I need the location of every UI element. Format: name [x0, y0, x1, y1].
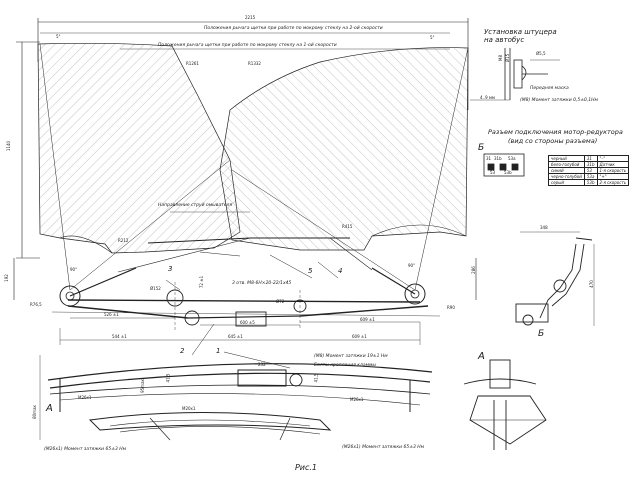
dim-609-upper: 609 ±1	[360, 317, 375, 322]
clamp-torque-note: (M8) Момент затяжки 19±1 Нм	[314, 354, 388, 359]
left-angle-90: 90°	[70, 267, 78, 272]
dim-526: 526 ±1	[104, 312, 119, 317]
clamp-bolts-note: Болты крепления кламмы	[314, 363, 376, 368]
dim-232: 232	[258, 362, 266, 367]
nozzle-detail	[470, 48, 560, 101]
nozzle-diameter-15: Ø15	[505, 53, 511, 63]
pin-53: 53	[490, 170, 496, 175]
nozzle-gap-dim: 4..9 мм	[480, 95, 495, 100]
connector-title-line1: Разъем подключения мотор-редуктора	[488, 128, 623, 136]
diameter-152: Ø152	[150, 286, 161, 291]
position-1-speed-label: Положения рычага щетки при работе по мок…	[158, 43, 337, 48]
pin-function: 1-я скорость	[596, 167, 630, 174]
callout-5: 5	[308, 267, 313, 275]
connector-title-line2: (вид со стороны разъема)	[508, 137, 598, 145]
figure-caption: Рис.1	[294, 463, 318, 472]
front-mask-label: Передняя маска	[530, 86, 569, 91]
left-thread-torque-note: (M26х1) Момент затяжки 65±3 Нм	[44, 447, 127, 452]
nozzle-title: Установка штуцера на автобус	[484, 28, 557, 44]
callout-4: 4	[338, 267, 343, 275]
connector-letter-b: Б	[478, 143, 485, 153]
callout-3: 3	[168, 265, 173, 273]
pin-id: 53b	[583, 179, 598, 186]
position-2-speed-label: Положения рычага щетки при работе по мок…	[204, 26, 383, 31]
connector-outline	[483, 153, 525, 177]
nozzle-m8: M8	[498, 55, 503, 61]
pin-53a: 53a	[508, 156, 516, 161]
wiper-linkage	[51, 267, 441, 330]
radius-1332: R1332	[248, 61, 261, 66]
right-wiper-sweep-area	[219, 47, 469, 291]
bottom-linkage-view	[39, 355, 433, 441]
dim-80max: 80max	[31, 405, 37, 419]
dim-600: 600 ±5	[240, 320, 255, 325]
pin-function: 2-я скорость	[596, 179, 630, 186]
radius-415: R415	[342, 224, 353, 229]
radius-212: R212	[118, 238, 129, 243]
dimension-lines	[59, 317, 421, 345]
side-dim-348: 348	[540, 225, 548, 230]
diameter-72: Ø72	[276, 299, 285, 304]
table-row: синий 53 1-я скорость	[548, 167, 630, 174]
thread-m20: M20х1	[182, 406, 196, 411]
pin-31: 31	[486, 156, 492, 161]
callout-1: 1	[216, 347, 221, 355]
nozzle-diameter-5-5: Ø5,5	[536, 51, 546, 56]
dim-95max: 95max	[139, 379, 145, 393]
overall-width-dimension: 2215	[245, 15, 256, 20]
nozzle-torque: (M8) Момент затяжки 0,5±0,1Нм	[520, 98, 598, 103]
right-angle-90: 90°	[408, 263, 416, 268]
side-letter-b: Б	[538, 329, 545, 339]
dim-41-5-left: 41,5	[165, 373, 171, 383]
detail-a	[463, 359, 547, 450]
radius-90: R90	[447, 305, 455, 310]
pin-31b: 31b	[494, 156, 502, 161]
right-angle-5: 5°	[430, 35, 435, 40]
radius-1261: R1261	[186, 61, 199, 66]
side-dim-470: 470	[588, 280, 594, 288]
left-angle-5: 5°	[56, 34, 61, 39]
bottom-letter-a: A	[46, 403, 53, 414]
table-row: серый 53b 2-я скорость	[548, 179, 630, 186]
right-thread-torque-note: (M26х1) Момент затяжки 65±3 Нм	[342, 445, 425, 450]
side-view	[515, 231, 595, 326]
dim-645: 645 ±1	[228, 334, 243, 339]
table-row: бело-голубой 31b Датчик	[548, 161, 630, 168]
height-192: 192	[3, 274, 9, 282]
height-286: 286	[470, 266, 476, 274]
callout-2: 2	[180, 347, 185, 355]
frame-lines	[13, 18, 477, 300]
left-wiper-sweep-area	[37, 42, 241, 291]
washer-jet-direction: Направление струй омывателя	[158, 203, 233, 208]
thread-m26-left: M26х1	[78, 395, 92, 400]
height-1140: 1140	[6, 140, 12, 152]
wire-color: серый	[548, 179, 585, 186]
pin-53b: 53b	[504, 170, 512, 175]
holes-note: 3 отв. М8-6Н×20-22/1х45	[232, 281, 292, 286]
wire-color: бело-голубой	[548, 161, 585, 168]
thread-m26-right: M26х1	[350, 397, 364, 402]
radius-76-5: R76,5	[30, 302, 42, 307]
dim-41-5-right: 41,5	[313, 373, 319, 383]
dim-72: 72 ±1	[199, 275, 205, 289]
dim-609-lower: 609 ±1	[352, 334, 367, 339]
dim-544: 544 ±1	[112, 334, 127, 339]
callout-leaders	[165, 254, 339, 369]
connector-pin-table: черный 31 "–" бело-голубой 31b Датчик си…	[548, 155, 630, 186]
wiper-blades	[117, 211, 373, 273]
detail-a-letter: A	[478, 351, 485, 362]
wire-color: черно-голубой	[548, 173, 585, 180]
